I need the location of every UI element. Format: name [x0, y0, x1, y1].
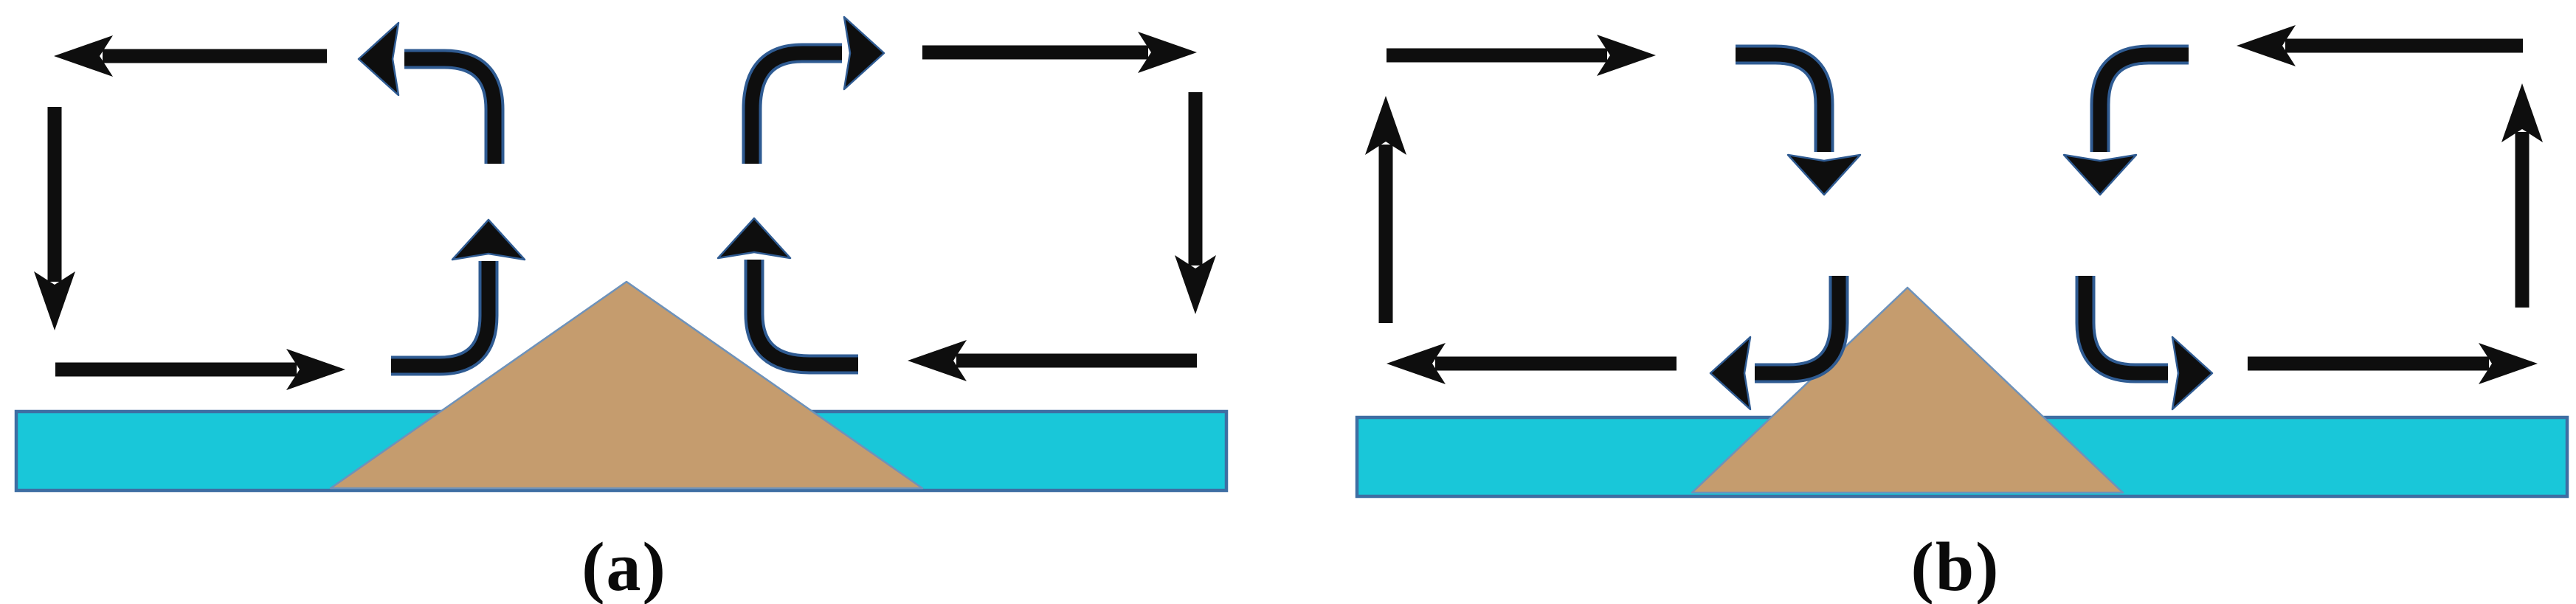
curved-arrow-left-updraft-upper: [357, 21, 505, 164]
straight-arrow-left-updraft: [1365, 96, 1406, 323]
arrowhead: [1387, 343, 1446, 384]
curved-arrow-right-updraft-upper: [742, 15, 885, 164]
curved-arrowhead: [2062, 153, 2138, 196]
panel-a-label: (a): [581, 529, 667, 604]
curved-arrow-shaft: [1755, 276, 1846, 381]
curved-arrowhead: [1709, 336, 1752, 411]
arrowhead: [1138, 32, 1197, 73]
curved-arrow-left-downdraft-upper: [1736, 44, 1862, 196]
straight-arrow-right-updraft: [2501, 83, 2543, 308]
arrowhead: [1175, 255, 1216, 314]
curved-arrow-shaft: [391, 261, 496, 373]
curved-arrowhead: [716, 217, 792, 260]
arrowhead: [1365, 96, 1406, 155]
curved-arrow-shaft: [1736, 47, 1831, 152]
straight-arrow-right-downdraft: [1175, 92, 1216, 314]
panel-a: [14, 15, 1229, 493]
straight-arrow-top-right-wind: [922, 32, 1197, 73]
arrowhead: [2479, 343, 2538, 384]
mountain: [1691, 286, 2124, 494]
straight-arrow-bottom-left-wind: [1387, 343, 1677, 384]
arrowhead: [54, 35, 113, 77]
arrowhead: [286, 349, 345, 390]
panel-b: [1355, 25, 2569, 499]
arrowhead: [908, 340, 967, 381]
curved-arrowhead: [1786, 153, 1862, 196]
curved-arrow-right-downdraft-upper: [2062, 44, 2189, 196]
straight-arrow-top-left-wind: [1387, 35, 1656, 76]
straight-arrow-top-left-wind: [54, 35, 327, 77]
arrowhead: [2237, 25, 2296, 66]
curved-arrow-right-downdraft-lower: [2075, 276, 2214, 411]
curved-arrow-shaft: [745, 46, 842, 164]
curved-arrow-shaft: [404, 52, 502, 164]
curved-arrowhead: [2171, 336, 2214, 411]
curved-arrow-left-updraft-lower: [391, 218, 526, 376]
straight-arrow-left-downdraft: [34, 107, 75, 330]
straight-arrow-bottom-right-wind: [908, 340, 1197, 381]
straight-arrow-bottom-right-wind: [2248, 343, 2538, 384]
arrowhead: [2501, 83, 2543, 142]
curved-arrow-left-downdraft-lower: [1709, 276, 1849, 411]
arrowhead: [34, 271, 75, 330]
curved-arrowhead: [357, 21, 400, 97]
curved-arrowhead: [451, 218, 526, 261]
curved-arrow-shaft: [2093, 47, 2189, 152]
curved-arrow-shaft: [2078, 276, 2168, 381]
curved-arrow-shaft: [747, 260, 858, 372]
mountain: [329, 280, 924, 490]
curved-arrowhead: [843, 15, 885, 91]
curved-arrow-right-updraft-lower: [716, 217, 858, 375]
arrowhead: [1597, 35, 1656, 76]
straight-arrow-bottom-left-wind: [55, 349, 345, 390]
straight-arrow-top-right-wind: [2237, 25, 2523, 66]
panel-b-label: (b): [1910, 529, 2000, 604]
